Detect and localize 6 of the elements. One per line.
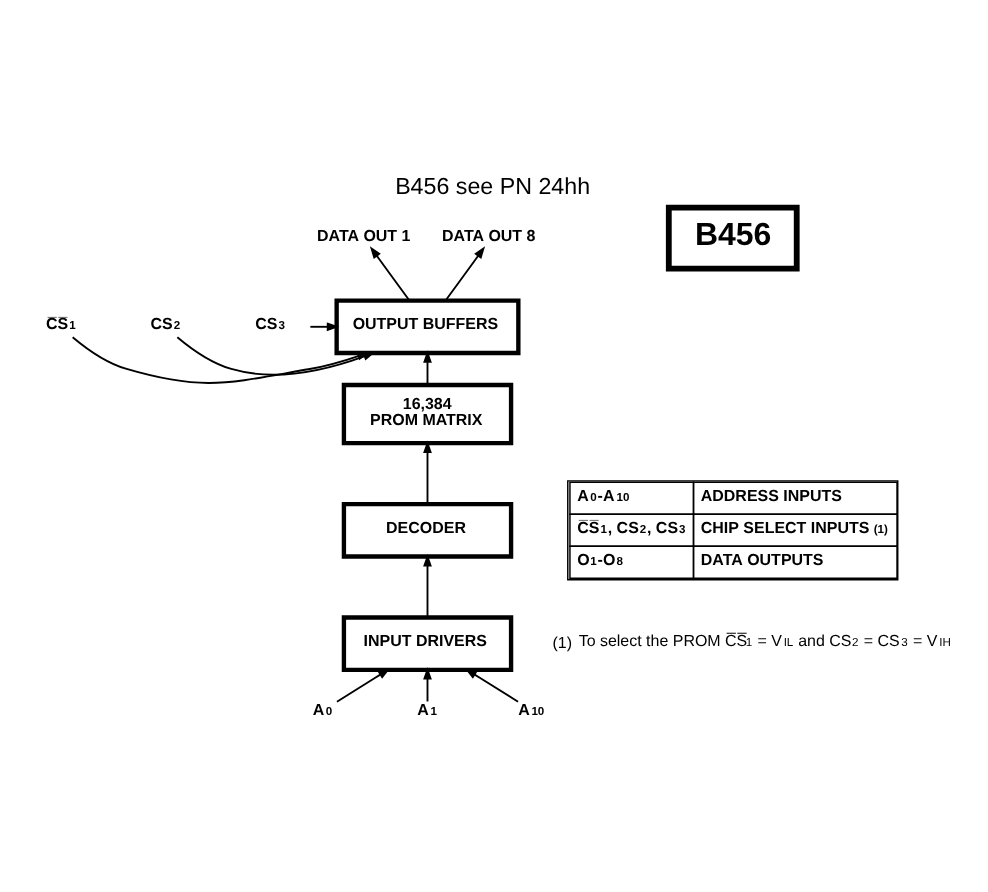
node-text: DATA OUT 1 [317,226,411,245]
node-text: DATA OUT 8 [442,226,536,245]
label: DATA OUTPUTS [700,550,824,569]
diagram-title: B456 see PN 24hh [395,174,591,201]
label: (1) [552,633,573,652]
label: ADDRESS INPUTS [700,486,842,505]
